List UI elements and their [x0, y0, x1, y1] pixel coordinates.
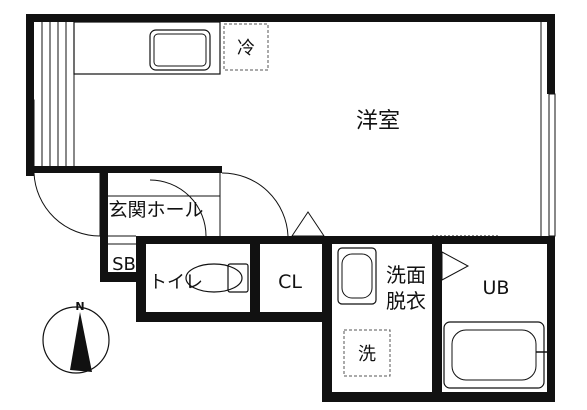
label-western-room: 洋室	[356, 109, 400, 134]
washbasin-icon	[337, 247, 377, 305]
hall-door-swing	[149, 179, 207, 237]
compass-circle-icon	[42, 306, 110, 374]
room-door-swing	[221, 172, 289, 237]
entrance-door-swing	[33, 172, 101, 237]
compass-north-label: N	[75, 300, 84, 313]
toilet-bowl-icon	[185, 263, 243, 293]
wall-toilet-cl	[250, 236, 260, 320]
label-shoe-box: SB	[112, 254, 136, 275]
wall-right-lower	[547, 236, 555, 402]
wall-sb-bottom	[100, 272, 144, 282]
wall-toilet-top	[136, 236, 326, 244]
washbasin-bowl-icon	[341, 253, 373, 299]
wall-top	[26, 14, 555, 22]
label-toilet: トイレ	[149, 272, 203, 293]
interior-lines	[27, 21, 556, 389]
wall-wash-left	[322, 236, 332, 402]
wall-step	[26, 166, 222, 173]
fridge-space	[223, 23, 269, 71]
wall-toilet-bottom	[136, 312, 326, 322]
label-unit-bath: UB	[483, 277, 510, 299]
exterior-walls	[26, 14, 555, 402]
compass-needle-icon	[70, 312, 92, 372]
sink-icon	[149, 29, 211, 71]
wall-left-upper	[26, 14, 34, 176]
compass: N	[42, 300, 110, 374]
kitchen-counter	[73, 21, 221, 75]
wall-ub-left	[432, 236, 442, 402]
bathtub-inner-icon	[451, 329, 537, 381]
label-washroom-1: 洗面	[386, 263, 426, 287]
door-arrow-icon	[291, 211, 325, 237]
door-arrow-ub-icon	[441, 251, 470, 281]
room-labels: 洋室 玄関ホール SB トイレ CL 洗面 脱衣 UB 冷 洗	[108, 38, 509, 365]
label-washroom-2: 脱衣	[386, 289, 426, 313]
washer-space	[343, 329, 391, 377]
wall-toilet-left	[136, 236, 146, 320]
wall-right-upper	[547, 14, 555, 94]
label-closet: CL	[278, 271, 302, 293]
label-entrance-hall: 玄関ホール	[108, 199, 203, 221]
bathtub-icon	[443, 321, 545, 389]
sink-basin-icon	[153, 33, 207, 67]
label-fridge: 冷	[237, 38, 255, 59]
wall-left-lower	[100, 168, 108, 280]
label-washer: 洗	[358, 344, 376, 365]
toilet-tank-icon	[227, 263, 249, 293]
